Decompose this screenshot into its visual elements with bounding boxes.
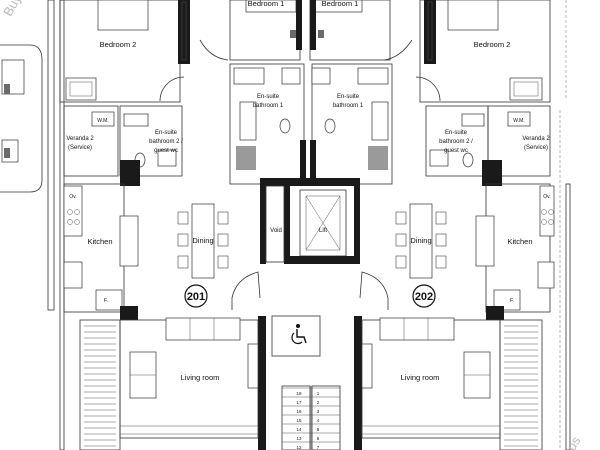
- room-label-bedroom1-right: Bedroom 1: [322, 0, 359, 8]
- ensuite-bathroom-1-right: En-suite bathroom 1: [310, 63, 393, 185]
- room-label-bedroom1-left: Bedroom 1: [248, 0, 285, 8]
- watermark-bottom-right: rus: [561, 433, 583, 450]
- watermark-top-left: Buy: [0, 0, 24, 19]
- stair-step-label: 4: [317, 418, 320, 423]
- room-label-kitchen-left: Kitchen: [87, 237, 112, 246]
- label-ensuite2-right-line1: En-suite: [445, 130, 468, 136]
- label-ensuite2-left-line3: guest wc: [154, 148, 178, 154]
- stair-step-label: 17: [296, 400, 302, 405]
- unit-202-marker: 202: [412, 284, 436, 308]
- room-label-living-right: Living room: [401, 373, 440, 382]
- bedroom-2-left: Bedroom 2: [59, 0, 190, 103]
- label-veranda-left-line1: Veranda 2: [66, 136, 94, 142]
- stair-step-label: 12: [296, 445, 302, 450]
- dining-right: Dining: [395, 203, 447, 279]
- stair-step-label: 3: [317, 409, 320, 414]
- left-neighbour-strip: Buy: [0, 0, 65, 450]
- stair-step-label: 7: [317, 445, 320, 450]
- label-ensuite2-left-line2: bathroom 2 /: [149, 139, 183, 145]
- stair-step-label: 16: [296, 409, 302, 414]
- core-void-lift: Void Lift: [260, 178, 360, 264]
- label-ensuite1-right-line2: bathroom 1: [333, 103, 364, 109]
- stair-step-label: 2: [317, 400, 320, 405]
- label-ensuite2-right-line3: guest wc: [444, 148, 468, 154]
- label-oven-left: Ov.: [69, 194, 76, 200]
- ensuite-bathroom-1-left: En-suite bathroom 1: [229, 63, 306, 185]
- stair-step-label: 6: [317, 436, 320, 441]
- stair-step-labels-right: 1 2 3 4 5 6 7: [317, 391, 320, 450]
- label-veranda-left-line2: (Service): [68, 145, 92, 151]
- living-room-left: Living room: [119, 317, 259, 439]
- stair-step-label: 5: [317, 427, 320, 432]
- bedroom-1-left: Bedroom 1: [199, 0, 302, 61]
- corridor-stair: 18 17 16 15 14 13 12 1 2 3 4 5 6 7: [231, 271, 389, 450]
- room-label-dining-right: Dining: [410, 236, 431, 245]
- label-wm-left: W.M.: [97, 118, 108, 124]
- label-ensuite2-right-line2: bathroom 2 /: [439, 139, 473, 145]
- room-label-dining-left: Dining: [192, 236, 213, 245]
- bedroom-1-right: Bedroom 1: [309, 0, 413, 61]
- veranda-bottom-right: [499, 319, 543, 450]
- stair-step-label: 18: [296, 391, 302, 396]
- stair-step-label: 13: [296, 436, 302, 441]
- room-label-bedroom2-left: Bedroom 2: [100, 40, 137, 49]
- label-oven-right: Ov.: [543, 194, 550, 200]
- label-veranda-right-line2: (Service): [524, 145, 548, 151]
- stair-step-label: 1: [317, 391, 320, 396]
- unit-number-202: 202: [415, 291, 433, 303]
- unit-201-marker: 201: [184, 284, 208, 308]
- label-wm-right: W.M.: [513, 118, 524, 124]
- room-label-living-left: Living room: [181, 373, 220, 382]
- service-area-left: W.M. Veranda 2 (Service) En-suite bathro…: [63, 105, 183, 186]
- label-ensuite1-right-line1: En-suite: [337, 94, 360, 100]
- label-ensuite2-left-line1: En-suite: [155, 130, 178, 136]
- unit-number-201: 201: [187, 291, 205, 303]
- living-room-right: Living room: [361, 317, 501, 439]
- bedroom-2-right: Bedroom 2: [415, 0, 551, 103]
- dining-left: Dining: [177, 203, 229, 279]
- label-lift: Lift: [319, 228, 327, 234]
- label-veranda-right-line1: Veranda 2: [522, 136, 550, 142]
- label-ensuite1-left-line1: En-suite: [257, 94, 280, 100]
- stair-step-label: 15: [296, 418, 302, 423]
- wheelchair-icon: [291, 324, 307, 345]
- stair-step-label: 14: [296, 427, 302, 432]
- service-area-right: W.M. Veranda 2 (Service) En-suite bathro…: [425, 105, 551, 186]
- label-fridge-left: F.: [104, 298, 108, 304]
- label-void: Void: [270, 228, 282, 234]
- kitchen-right: Ov. F. Kitchen: [475, 183, 555, 313]
- room-label-kitchen-right: Kitchen: [507, 237, 532, 246]
- kitchen-left: Ov. F. Kitchen: [63, 183, 139, 313]
- veranda-bottom-left: [79, 319, 121, 450]
- label-fridge-right: F.: [510, 298, 514, 304]
- stair-step-labels-left: 18 17 16 15 14 13 12: [296, 391, 302, 450]
- room-label-bedroom2-right: Bedroom 2: [474, 40, 511, 49]
- label-ensuite1-left-line2: bathroom 1: [253, 103, 284, 109]
